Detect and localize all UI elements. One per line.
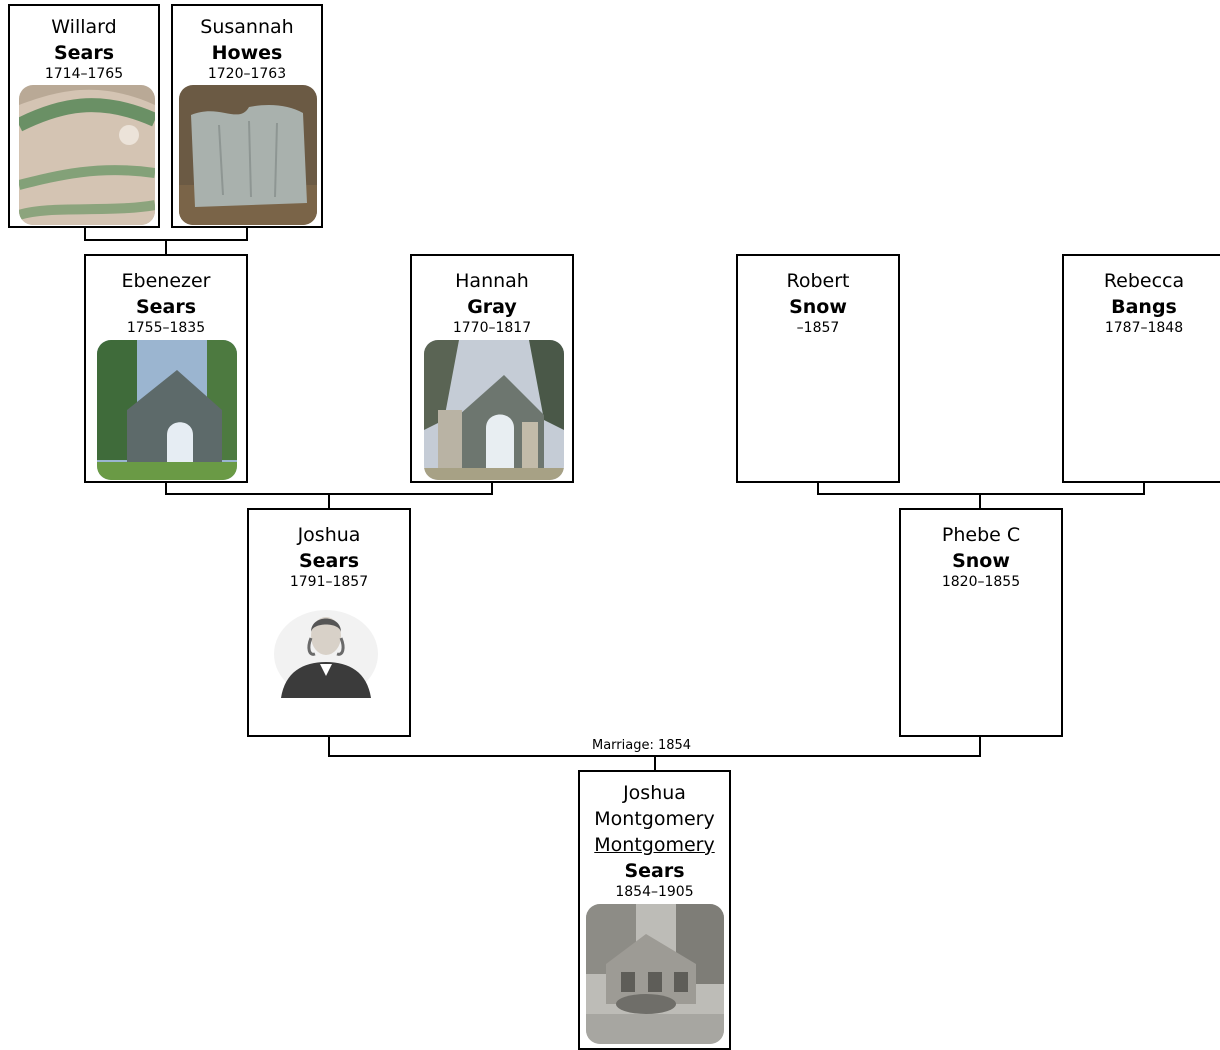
life-dates: 1714–1765 <box>44 66 124 82</box>
person-card-willard[interactable]: Willard Sears 1714–1765 <box>8 4 160 228</box>
tomb-photo[interactable] <box>97 340 237 480</box>
connector <box>817 493 1145 495</box>
marriage-label: Marriage: 1854 <box>590 738 694 753</box>
connector <box>491 482 493 494</box>
given-name: Ebenezer <box>121 270 211 292</box>
life-dates: 1770–1817 <box>452 320 532 336</box>
life-dates: –1857 <box>796 320 840 336</box>
given-name: Joshua <box>297 524 361 546</box>
connector <box>1143 482 1145 494</box>
life-dates: 1720–1763 <box>207 66 287 82</box>
life-dates: 1791–1857 <box>289 574 369 590</box>
connector <box>654 756 656 770</box>
headstone-photo[interactable] <box>179 85 317 225</box>
life-dates: 1854–1905 <box>615 884 694 900</box>
given-name: Robert <box>786 270 850 292</box>
surname: Sears <box>135 296 197 318</box>
surname: Gray <box>467 296 517 318</box>
connector <box>165 240 167 254</box>
connector <box>246 228 248 240</box>
person-card-robert[interactable]: Robert Snow –1857 <box>736 254 900 483</box>
house-photo[interactable] <box>586 904 724 1044</box>
given-name: Phebe C <box>941 524 1021 546</box>
given-name: Rebecca <box>1103 270 1185 292</box>
life-dates: 1787–1848 <box>1104 320 1184 336</box>
tomb-photo[interactable] <box>424 340 564 480</box>
surname: Bangs <box>1111 296 1177 318</box>
life-dates: 1755–1835 <box>126 320 206 336</box>
life-dates: 1820–1855 <box>941 574 1021 590</box>
given-name: Willard <box>51 16 117 38</box>
connector <box>979 736 981 756</box>
surname: Sears <box>298 550 360 572</box>
connector <box>328 494 330 508</box>
given-name: Joshua <box>623 782 686 804</box>
given-name: Hannah <box>455 270 529 292</box>
surname: Snow <box>952 550 1010 572</box>
connector <box>328 736 330 756</box>
connector <box>165 482 167 494</box>
surname: Howes <box>211 42 283 64</box>
person-card-susannah[interactable]: Susannah Howes 1720–1763 <box>171 4 323 228</box>
connector <box>84 228 86 240</box>
connector <box>817 482 819 494</box>
surname: Sears <box>53 42 115 64</box>
given-name: Montgomery <box>594 808 715 830</box>
person-card-rebecca[interactable]: Rebecca Bangs 1787–1848 <box>1062 254 1220 483</box>
person-card-joshua-montgomery[interactable]: Joshua Montgomery Montgomery Sears 1854–… <box>578 770 731 1050</box>
surname: Sears <box>624 860 685 882</box>
connector <box>979 494 981 508</box>
person-card-joshua[interactable]: Joshua Sears 1791–1857 <box>247 508 411 737</box>
portrait-engraving[interactable] <box>273 602 379 698</box>
person-card-phebe[interactable]: Phebe C Snow 1820–1855 <box>899 508 1063 737</box>
person-card-ebenezer[interactable]: Ebenezer Sears 1755–1835 <box>84 254 248 483</box>
surname: Snow <box>789 296 847 318</box>
given-name-link[interactable]: Montgomery <box>594 834 715 856</box>
given-name: Susannah <box>200 16 294 38</box>
person-card-hannah[interactable]: Hannah Gray 1770–1817 <box>410 254 574 483</box>
headstone-photo[interactable] <box>19 85 155 225</box>
